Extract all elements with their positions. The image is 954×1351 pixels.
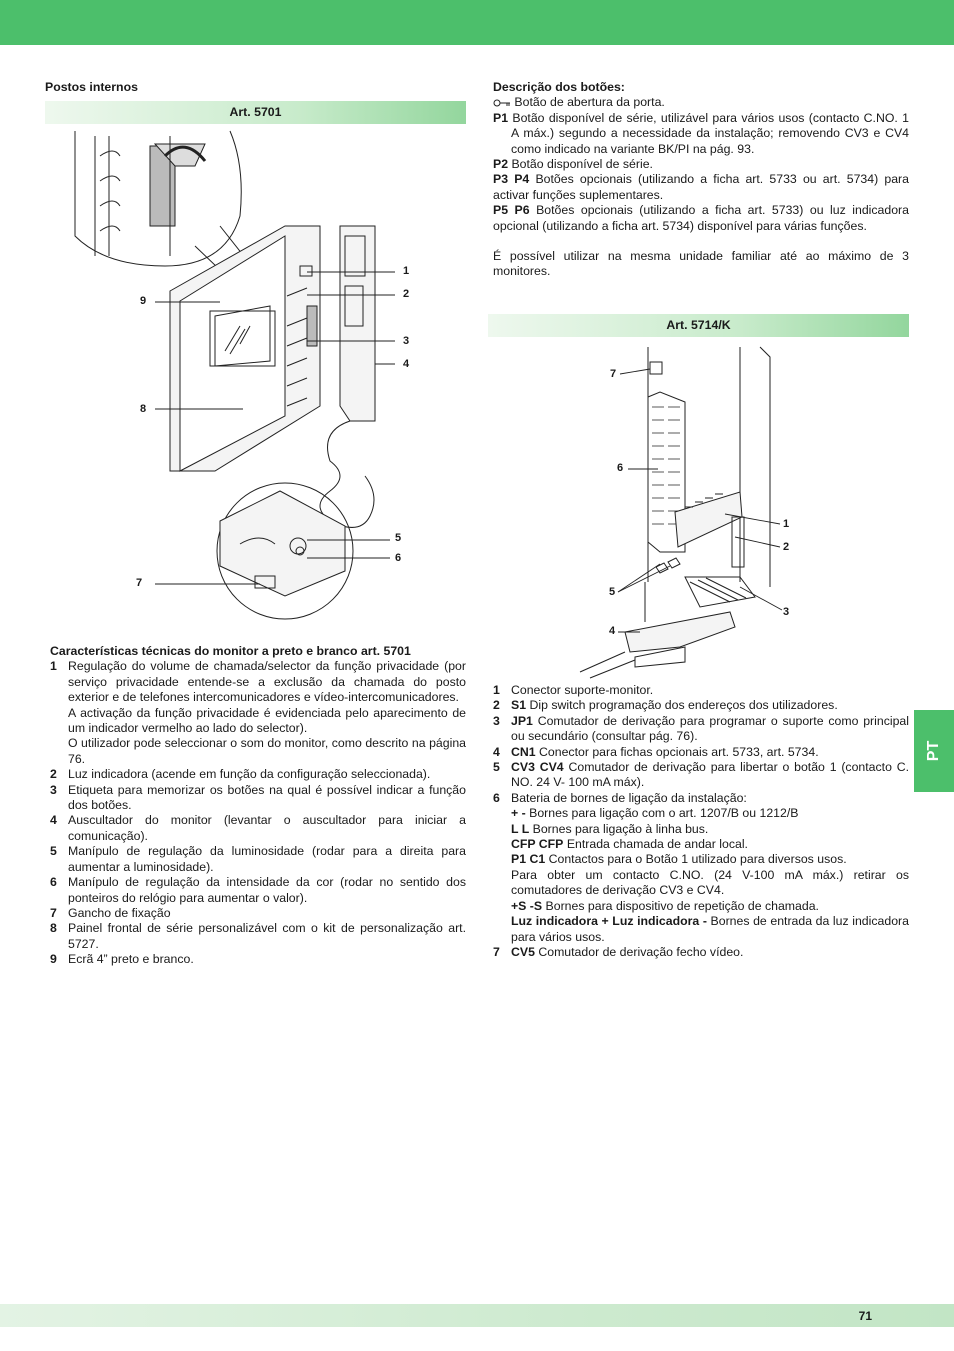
terminal-sub-item: + - Bornes para ligação com o art. 1207/… [511, 806, 799, 821]
callout-2: 2 [783, 541, 790, 553]
footer-bar: 71 [0, 1304, 954, 1327]
callout-7: 7 [610, 368, 617, 380]
terminal-sub-item: P1 C1 Contactos para o Botão 1 utilizado… [511, 852, 847, 867]
callout-3: 3 [403, 335, 410, 347]
callout-6: 6 [617, 462, 624, 474]
header-bar [0, 0, 954, 45]
spec-title: Características técnicas do monitor a pr… [50, 644, 411, 658]
callout-5: 5 [609, 586, 616, 598]
callout-9: 9 [140, 295, 147, 307]
callout-1: 1 [403, 265, 410, 277]
button-row-p5p6: P5 P6 Botões opcionais (utilizando a fic… [493, 203, 909, 233]
key-icon [493, 99, 510, 107]
callout-1: 1 [783, 518, 790, 530]
button-row-p1: P1 Botão disponível de série, utilizável… [493, 110, 909, 156]
terminal-sub-note: Para obter um contacto C.NO. (24 V-100 m… [511, 867, 909, 898]
list-item: 1 Regulação do volume de chamada/selecto… [50, 659, 466, 766]
button-row-p3p4: P3 P4 Botões opcionais (utilizando a fic… [493, 172, 909, 202]
art-5714k-band: Art. 5714/K [488, 314, 909, 337]
callout-5: 5 [395, 532, 402, 544]
terminal-sub-item: CFP CFP Entrada chamada de andar local. [511, 837, 748, 852]
buttons-title: Descrição dos botões: [493, 80, 625, 94]
callout-3: 3 [783, 606, 790, 618]
page-number: 71 [858, 1309, 872, 1323]
language-tab: PT [914, 710, 954, 792]
terminal-sub-item: +S -S Bornes para dispositivo de repetiç… [511, 898, 819, 913]
callout-4: 4 [609, 625, 616, 637]
button-row-door: Botão de abertura da porta. [493, 95, 909, 110]
monitors-note: É possível utilizar na mesma unidade fam… [493, 249, 909, 279]
callout-4: 4 [403, 358, 410, 370]
callout-7: 7 [136, 577, 143, 589]
art-5701-band: Art. 5701 [45, 101, 466, 124]
terminal-sub-item: L L Bornes para ligação à linha bus. [511, 821, 709, 836]
section-title: Postos internos [45, 80, 138, 94]
button-row-p2: P2 Botão disponível de série. [493, 157, 653, 172]
support-5714k-figure [579, 346, 783, 679]
buttons-description: Descrição dos botões: Botão de abertura … [493, 80, 909, 280]
left-spec-list: Características técnicas do monitor a pr… [50, 644, 466, 968]
monitor-5701-figure [74, 130, 395, 620]
callout-8: 8 [140, 403, 147, 415]
callout-2: 2 [403, 288, 410, 300]
callout-6: 6 [395, 552, 402, 564]
terminal-sub-item: Luz indicadora + Luz indicadora - Bornes… [511, 914, 909, 944]
